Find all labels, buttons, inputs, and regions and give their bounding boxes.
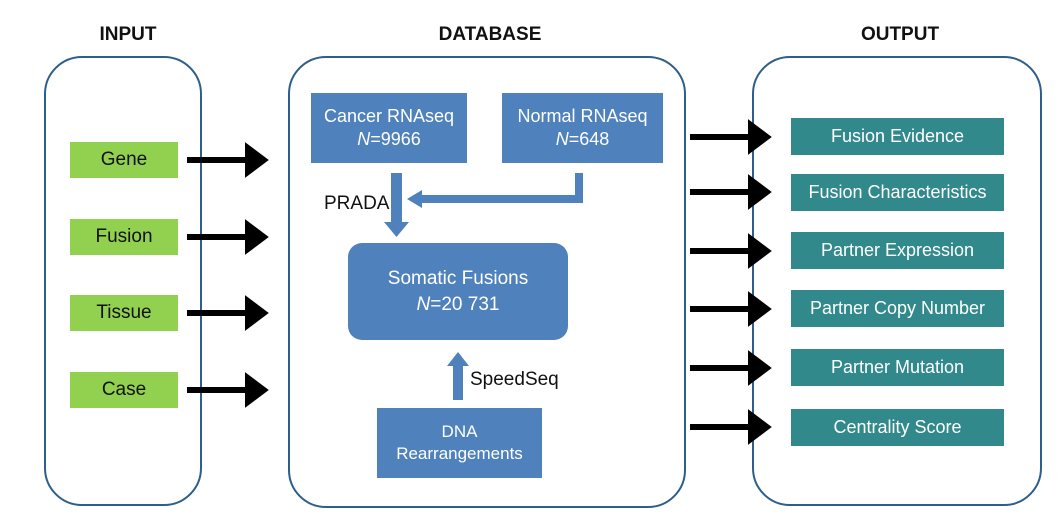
normal-rnaseq-title: Normal RNAseq: [517, 105, 648, 126]
input-panel: [44, 56, 202, 506]
output-fusion-evidence: Fusion Evidence: [791, 118, 1004, 155]
input-case: Case: [70, 372, 178, 408]
dna-line2: Rearrangements: [396, 444, 523, 463]
output-fusion-characteristics: Fusion Characteristics: [791, 174, 1004, 211]
input-tissue: Tissue: [70, 295, 178, 331]
database-header: DATABASE: [438, 24, 542, 45]
normal-rnaseq-box: Normal RNAseq N=648: [502, 93, 663, 163]
input-fusion: Fusion: [70, 219, 178, 255]
speedseq-label: SpeedSeq: [470, 369, 559, 390]
somatic-fusions-box: Somatic Fusions N=20 731: [348, 243, 568, 340]
cancer-rnaseq-box: Cancer RNAseq N=9966: [311, 93, 467, 163]
normal-rnaseq-count: N=648: [555, 129, 610, 149]
cancer-rnaseq-count: N=9966: [357, 129, 421, 149]
output-partner-copy-number: Partner Copy Number: [791, 290, 1004, 327]
input-gene: Gene: [70, 142, 178, 178]
output-header: OUTPUT: [860, 24, 940, 45]
prada-label: PRADA: [324, 193, 390, 214]
dna-line1: DNA: [441, 421, 478, 441]
dna-rearrangements-box: DNA Rearrangements: [377, 408, 542, 478]
cancer-rnaseq-title: Cancer RNAseq: [323, 105, 455, 126]
output-partner-mutation: Partner Mutation: [791, 349, 1004, 386]
somatic-fusions-count: N=20 731: [416, 293, 500, 315]
output-partner-expression: Partner Expression: [791, 232, 1004, 269]
output-centrality-score: Centrality Score: [791, 409, 1004, 446]
somatic-fusions-title: Somatic Fusions: [387, 267, 529, 289]
input-header: INPUT: [99, 24, 157, 45]
